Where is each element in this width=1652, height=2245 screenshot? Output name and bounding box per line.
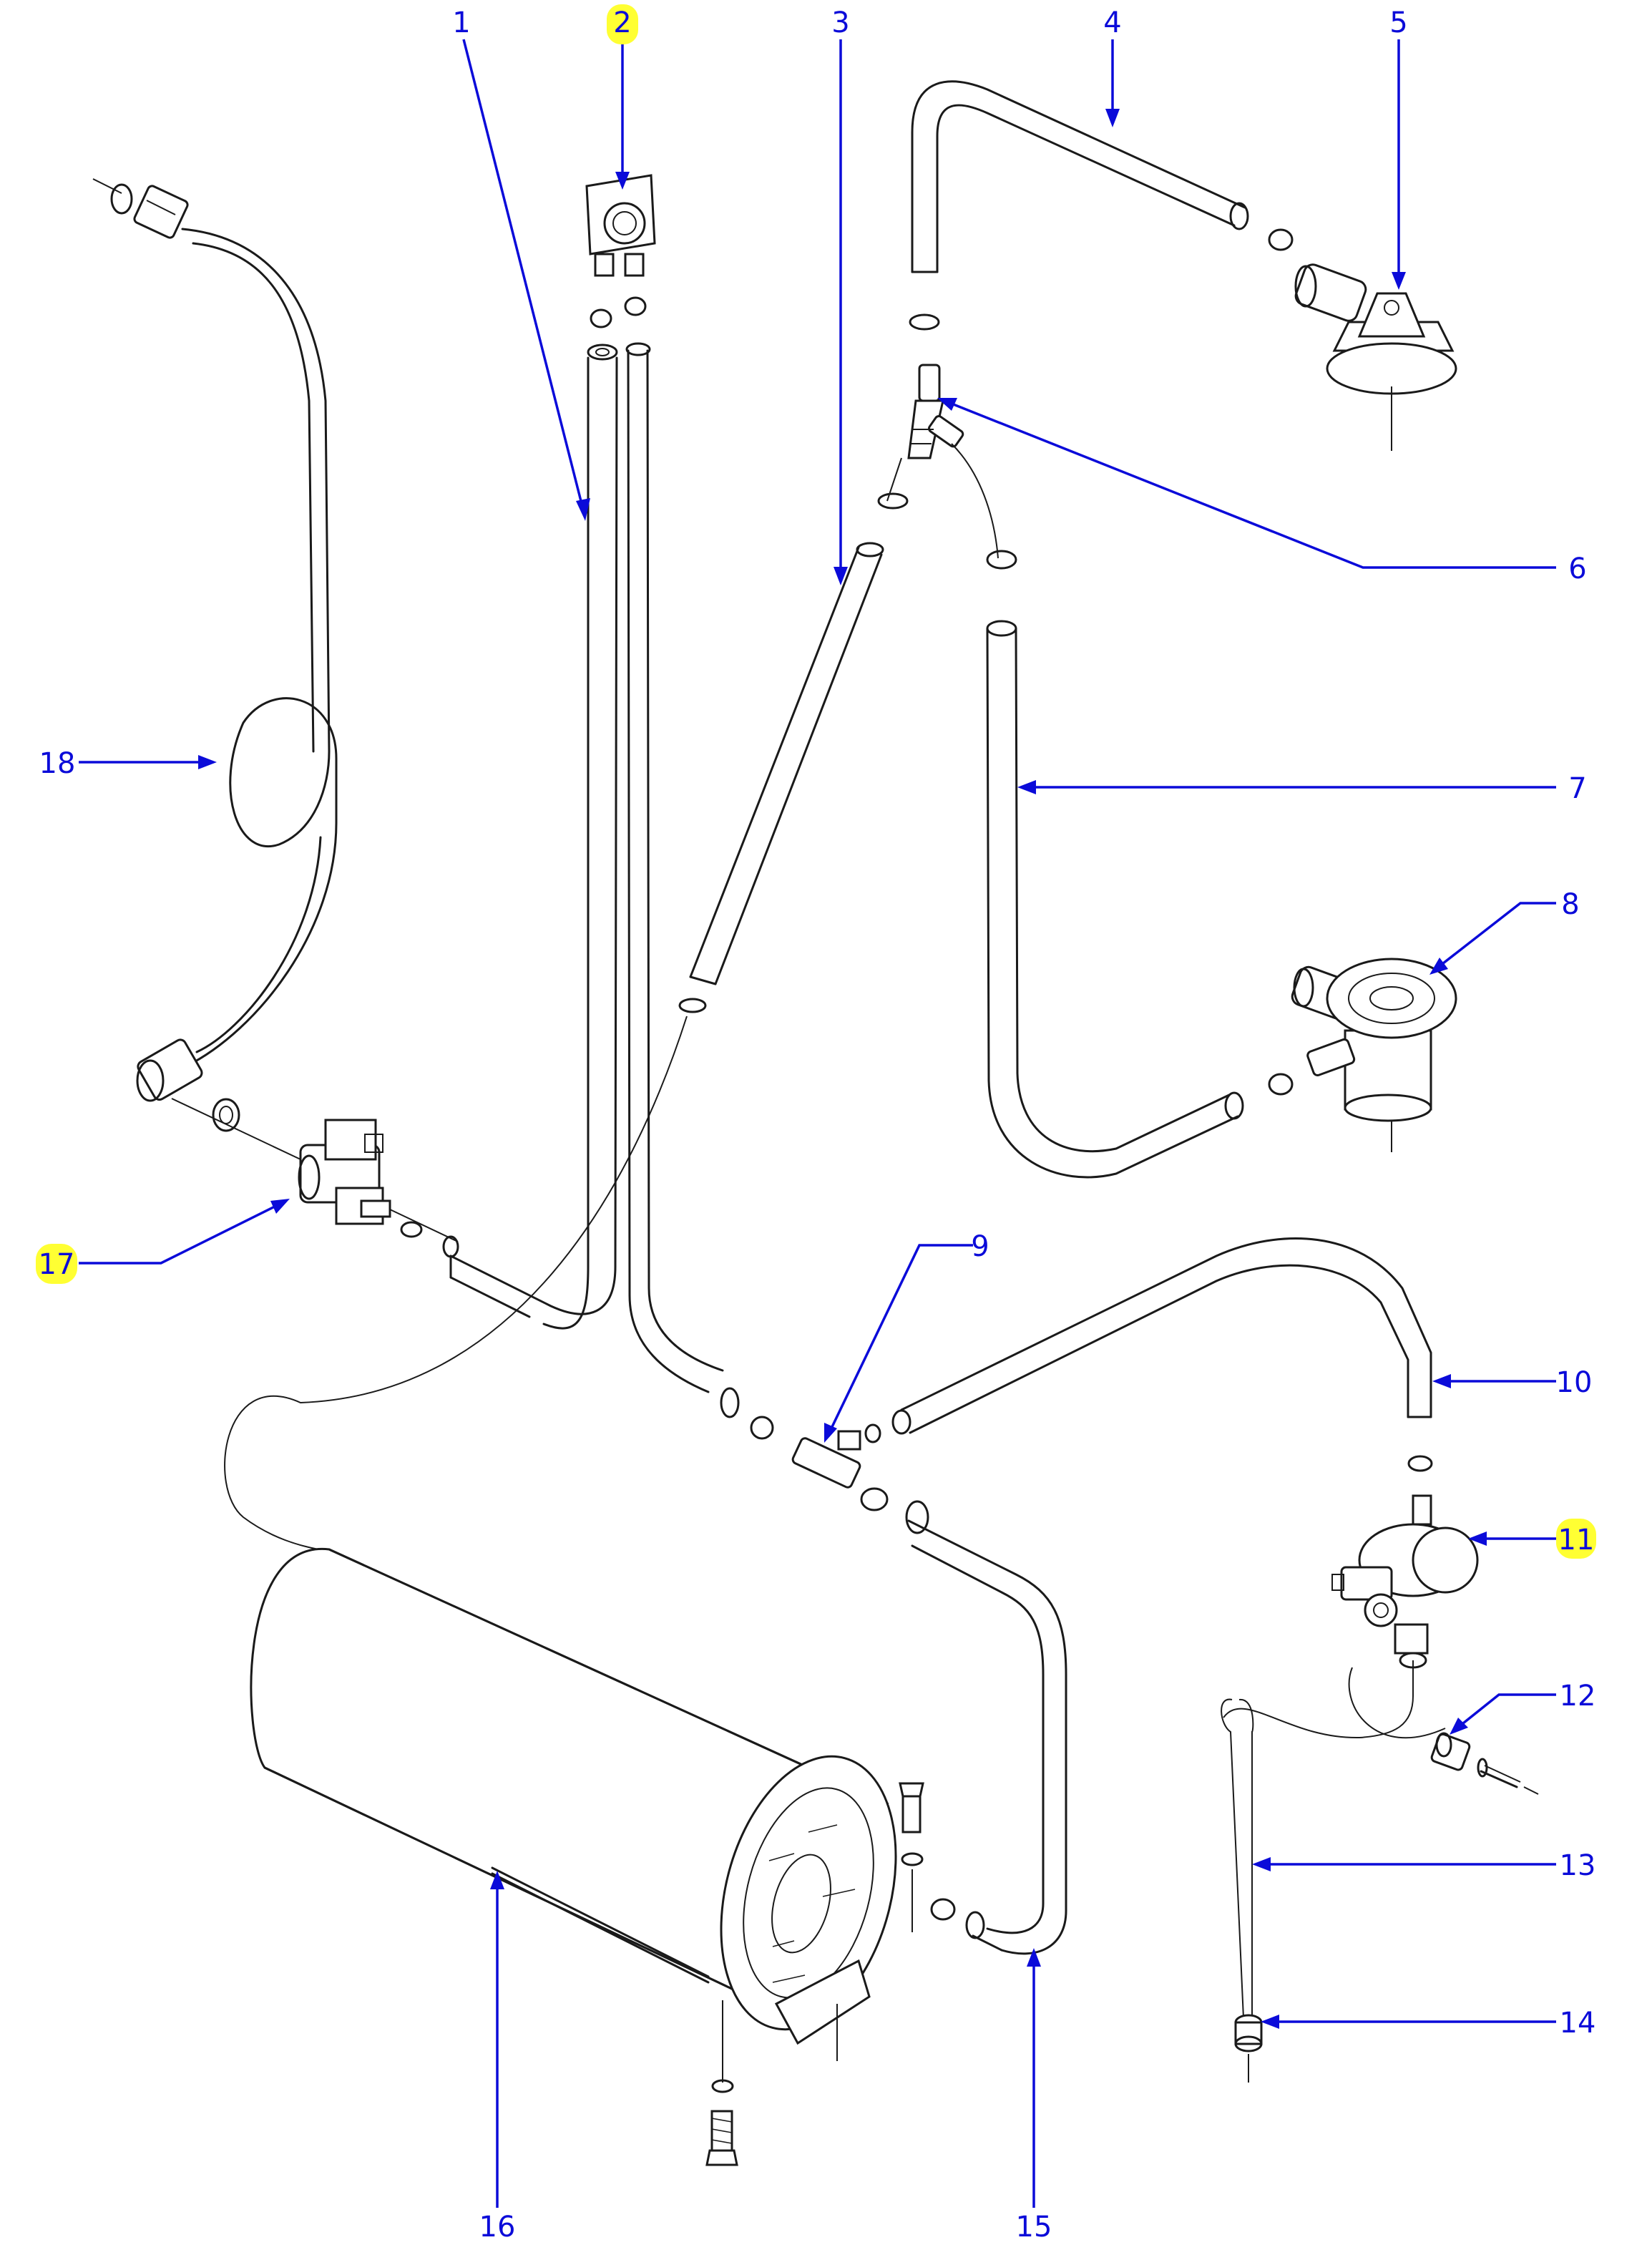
arrowhead-6: [937, 398, 957, 411]
callout-label-14: 14: [1560, 2007, 1596, 2040]
valve-11-part: [1331, 1494, 1479, 1669]
pump-5-part: [1294, 263, 1457, 451]
callout-labels: 1 2 3 4 5 6 7 8 9 10 11 12 13 14 15 16 1…: [36, 4, 1596, 2244]
callout-label-8: 8: [1561, 888, 1579, 921]
callout-label-4: 4: [1103, 6, 1121, 39]
tube-2-part: [625, 342, 774, 1440]
callout-label-9: 9: [971, 1230, 989, 1263]
tube-7-part: [986, 620, 1294, 1179]
callout-label-13: 13: [1560, 1849, 1596, 1882]
callout-leader-9: [829, 1244, 973, 1432]
arrowhead-18: [198, 755, 217, 769]
callout-leader-1: [462, 39, 585, 510]
t-junction-part: [791, 1423, 889, 1511]
arrowhead-16: [490, 1871, 504, 1889]
tube-3-part: [224, 457, 909, 1550]
arrowhead-5: [1392, 272, 1406, 290]
callout-label-2: 2: [613, 6, 631, 39]
arrowhead-10: [1432, 1374, 1451, 1388]
solenoid-valve-part: [298, 1119, 459, 1258]
callout-label-17: 17: [39, 1248, 75, 1281]
arrowhead-15: [1027, 1948, 1041, 1967]
callout-label-16: 16: [479, 2211, 516, 2244]
callout-leader-6: [947, 401, 1556, 569]
callout-label-5: 5: [1389, 6, 1407, 39]
arrowhead-3: [834, 567, 848, 585]
arrowhead-11: [1468, 1531, 1487, 1546]
callout-label-12: 12: [1560, 1680, 1596, 1713]
callout-highlight-17: [36, 1244, 77, 1284]
arrowhead-12: [1450, 1718, 1468, 1735]
callout-label-10: 10: [1556, 1366, 1593, 1399]
callout-label-3: 3: [831, 6, 849, 39]
arrowhead-4: [1105, 109, 1120, 127]
arrowhead-14: [1261, 2015, 1279, 2029]
callout-label-7: 7: [1568, 772, 1586, 805]
arrowhead-8: [1429, 958, 1448, 975]
callout-leaders: [79, 39, 1556, 2208]
callout-leader-12: [1458, 1693, 1556, 1728]
arrowhead-17: [270, 1199, 290, 1214]
tank-16-part: [250, 1548, 924, 2166]
callout-label-6: 6: [1568, 552, 1586, 585]
callout-highlight-11: [1556, 1519, 1596, 1559]
callout-label-15: 15: [1016, 2211, 1052, 2244]
arrowhead-7: [1017, 780, 1036, 794]
callout-label-1: 1: [452, 6, 470, 39]
callout-label-18: 18: [39, 747, 76, 780]
parts-drawing: [92, 80, 1539, 2166]
callout-highlight-2: [607, 4, 638, 44]
tube-1-part: [449, 308, 618, 1330]
y-fitting-part: [907, 313, 1017, 570]
tube-13-part: [1221, 1660, 1446, 2083]
arrowhead-13: [1252, 1857, 1271, 1871]
inlet-hose-loop-part: [92, 178, 338, 1160]
callout-leader-17: [79, 1203, 280, 1265]
arrowhead-1: [576, 498, 590, 521]
fitting-12-part: [1430, 1732, 1539, 1795]
callout-leader-8: [1438, 902, 1556, 968]
tube-10-part: [891, 1237, 1433, 1472]
bracket-fitting-part: [585, 174, 656, 316]
pump-8-part: [1291, 958, 1457, 1152]
callout-label-11: 11: [1558, 1524, 1595, 1557]
tube-4-part: [911, 80, 1294, 273]
arrowhead-2: [615, 172, 630, 190]
tube-15-part: [905, 1500, 1067, 1955]
arrowhead-9: [824, 1423, 837, 1443]
